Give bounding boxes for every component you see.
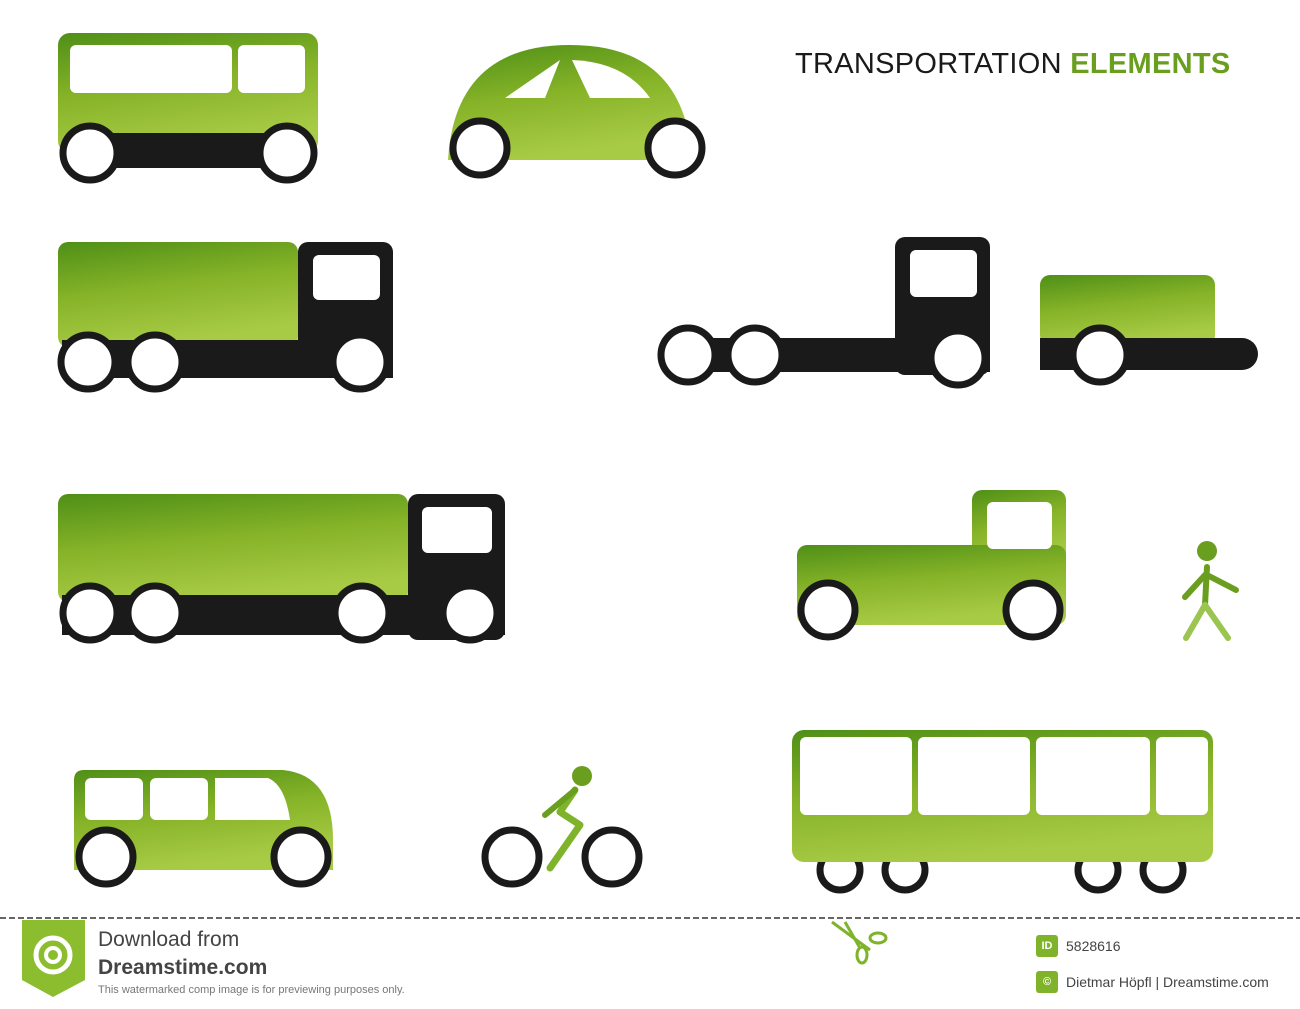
bicycle-icon: [481, 766, 643, 888]
copyright-icon: ©: [1036, 971, 1058, 993]
download-label: Download from: [98, 928, 240, 951]
title-accent: ELEMENTS: [1070, 48, 1231, 80]
tractor-unit-icon: [657, 237, 990, 389]
beetle-car-icon: [448, 45, 706, 179]
coach-bus-icon: [792, 730, 1213, 894]
truck-icon: [57, 242, 393, 393]
brand-name: Dreamstime.com: [98, 956, 268, 979]
minibus-icon: [74, 770, 333, 888]
image-id: 5828616: [1066, 938, 1121, 954]
bus-icon: [58, 33, 318, 184]
long-truck-icon: [58, 494, 505, 644]
dreamstime-logo: [22, 920, 85, 997]
trailer-icon: [1040, 275, 1258, 386]
scissors-icon: [831, 920, 888, 965]
author-credit: Dietmar Höpfl | Dreamstime.com: [1066, 974, 1269, 990]
page-title: TRANSPORTATION ELEMENTS: [795, 48, 1231, 81]
title-main: TRANSPORTATION: [795, 48, 1062, 80]
id-badge: ID: [1036, 935, 1058, 957]
watermark-note: This watermarked comp image is for previ…: [98, 984, 405, 996]
pickup-truck-icon: [797, 490, 1066, 641]
pedestrian-icon: [1182, 541, 1239, 641]
